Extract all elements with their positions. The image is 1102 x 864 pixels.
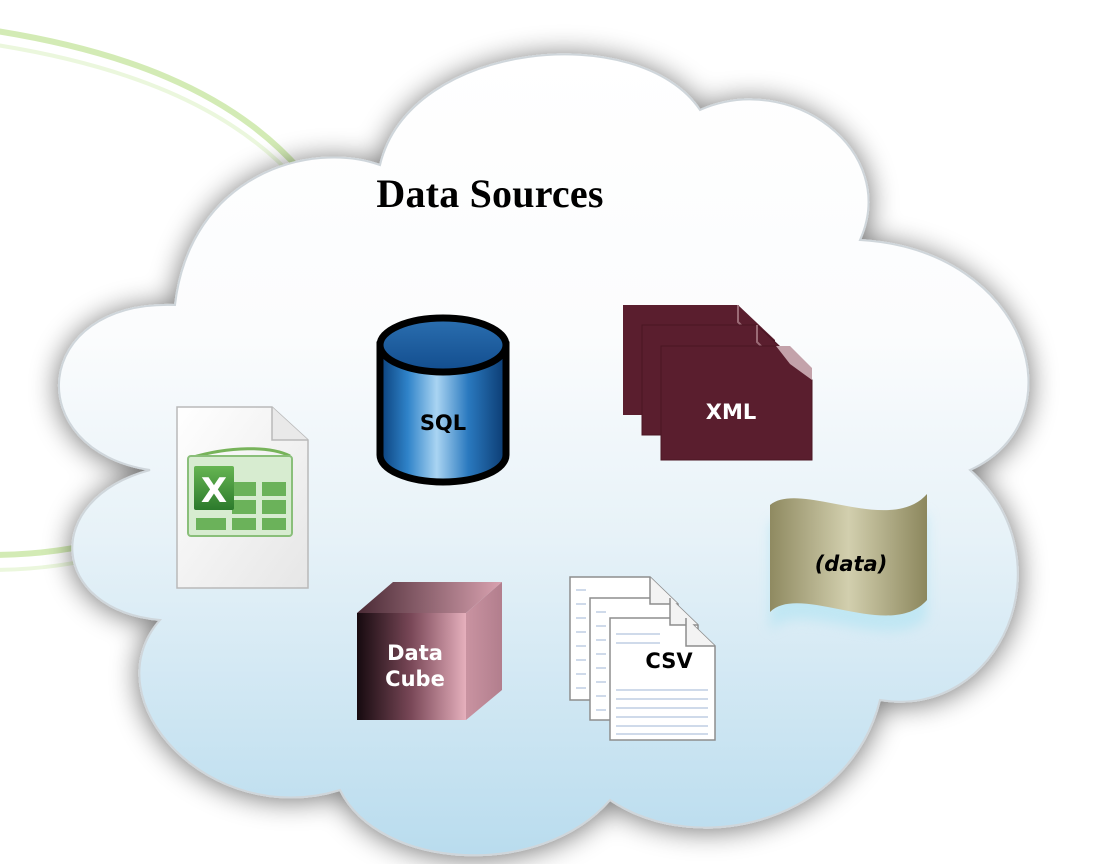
- csv-label: CSV: [645, 649, 693, 673]
- stacked-documents-icon: [623, 305, 813, 461]
- punched-tape-icon: [770, 494, 927, 632]
- svg-text:X: X: [201, 471, 227, 511]
- cloud-shape: [57, 53, 1030, 857]
- sql-label: SQL: [419, 411, 467, 435]
- diagram-title: Data Sources: [376, 171, 604, 216]
- database-cylinder-icon: [376, 314, 510, 486]
- data-label: (data): [814, 552, 888, 576]
- excel-spreadsheet-icon: X: [176, 406, 309, 589]
- data-cube-label: Data Cube: [385, 641, 445, 692]
- xml-label: XML: [705, 400, 757, 424]
- csv-pages-icon: [569, 576, 716, 741]
- data-cube-icon: [357, 582, 502, 720]
